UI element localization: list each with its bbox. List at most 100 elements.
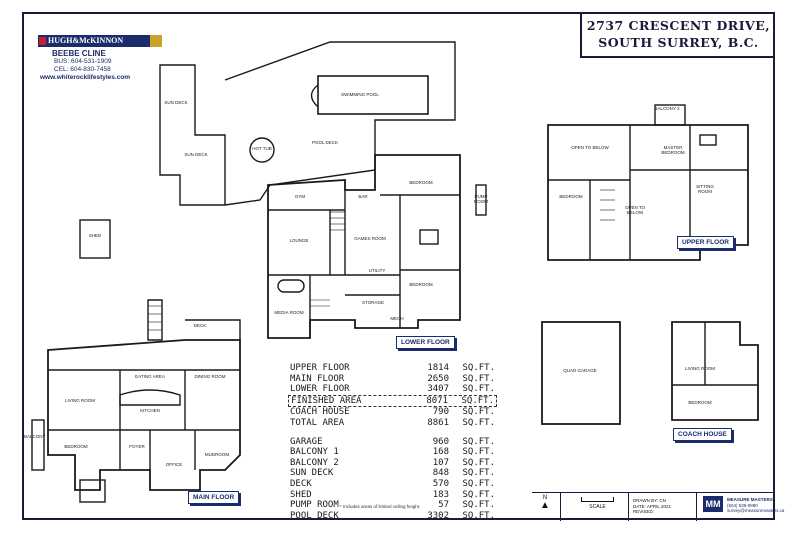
media-sofa: [277, 279, 305, 293]
room-living-room-coach: LIVING ROOM: [684, 366, 715, 371]
area-value: 1814: [427, 363, 449, 373]
room-lounge: LOUNGE: [289, 238, 309, 243]
crest-icon: [150, 35, 162, 47]
title-block: [532, 492, 775, 521]
extra-value: 570: [432, 478, 449, 489]
extra-label: SHED: [290, 489, 312, 500]
room-hot-tub: HOT TUB: [252, 146, 272, 151]
room-pool-deck: POOL DECK: [311, 140, 339, 145]
area-unit: SQ.FT.: [462, 384, 495, 395]
room-media-room: MEDIA ROOM: [274, 310, 304, 315]
extra-value: 183: [432, 489, 449, 500]
extra-label: PUMP ROOM: [290, 500, 339, 511]
extra-unit: SQ.FT.: [462, 468, 495, 479]
brokerage-logo: HUGH&McKINNON: [38, 35, 162, 47]
measure-masters-logo: MM: [703, 496, 723, 512]
main-stair: [147, 299, 163, 341]
room-balcony-2: BALCONY 2: [654, 106, 680, 111]
scale-bar-graphic: [581, 497, 614, 502]
lower-bath-fixture: [419, 229, 439, 245]
extra-unit: SQ.FT.: [462, 510, 495, 521]
room-kitchen: KITCHEN: [140, 408, 160, 413]
room-office: OFFICE: [165, 462, 183, 467]
master-tub: [699, 134, 717, 146]
upper-deck-outline: [185, 319, 241, 340]
area-unit: SQ.FT.: [461, 395, 494, 406]
pool-deck-outline: [224, 41, 456, 206]
main-bath-outline: [79, 479, 106, 503]
room-sun-deck-1: SUN DECK: [164, 100, 188, 105]
company-phone: (604) 536-0880: [727, 502, 758, 508]
area-label: MAIN FLOOR: [290, 373, 345, 384]
area-row: LOWER FLOOR 3407 SQ.FT.: [290, 384, 495, 395]
arrow-up-icon: ▲: [540, 500, 550, 511]
extra-value: 3302: [427, 510, 449, 521]
scale-label: SCALE: [589, 504, 606, 510]
room-bedroom-upper: BEDROOM: [559, 194, 583, 199]
room-pump-room: PUMP ROOM: [474, 194, 488, 204]
swimming-pool-outline: [317, 75, 429, 115]
extra-unit: SQ.FT.: [462, 447, 495, 458]
area-label: TOTAL AREA: [290, 417, 345, 428]
room-foyer: FOYER: [129, 444, 145, 449]
label-coach-house: COACH HOUSE: [673, 428, 732, 441]
scale-bar: SCALE: [575, 497, 620, 510]
label-lower-floor: LOWER FLOOR: [396, 336, 455, 349]
north-arrow-icon: N ▲: [537, 495, 553, 515]
room-storage: STORAGE: [362, 300, 384, 305]
room-bedroom-main: BEDROOM: [64, 444, 88, 449]
extra-unit: SQ.FT.: [462, 500, 495, 511]
area-unit: SQ.FT.: [462, 407, 495, 418]
room-deck: DECK: [193, 323, 207, 328]
agent-website: www.whiterocklifestyles.com: [40, 74, 131, 81]
area-label: LOWER FLOOR: [290, 384, 350, 395]
area-value: 8861: [427, 417, 449, 428]
drawn-by: DRAWN BY: CN: [633, 498, 666, 503]
extra-value: 848: [432, 468, 449, 479]
extra-label: DECK: [290, 478, 312, 489]
extra-row: PUMP ROOM 57 SQ.FT.: [290, 500, 495, 511]
room-living-room: LIVING ROOM: [64, 398, 95, 403]
quad-garage-outline: [541, 321, 621, 425]
company-name: MEASURE MASTERS: [727, 497, 773, 502]
area-footnote: * Includes areas of limited ceiling heig…: [340, 504, 421, 509]
balcony-1-outline: [31, 419, 45, 471]
shed-outline: [79, 219, 111, 259]
extra-value: 57: [438, 500, 449, 511]
main-floor-outline: [47, 339, 241, 491]
coach-house-outline: [671, 321, 759, 421]
area-value: 3407: [427, 384, 449, 395]
extra-unit: SQ.FT.: [462, 478, 495, 489]
measure-masters-info: MEASURE MASTERS (604) 536-0880 survey@me…: [727, 497, 784, 514]
room-master-bedroom: MASTER BEDROOM: [661, 145, 685, 155]
address-line-2: SOUTH SURREY, B.C.: [598, 35, 759, 50]
drawing-info: DRAWN BY: CN DATE: APRIL 2021 REVISED:: [633, 498, 671, 515]
drawing-date: DATE: APRIL 2021: [633, 503, 672, 509]
room-balcony-1: BALCONY 1: [24, 434, 46, 444]
extra-unit: SQ.FT.: [462, 436, 495, 447]
brokerage-name: HUGH&McKINNON: [48, 36, 124, 45]
north-label: N: [542, 495, 548, 501]
room-dining-room: DINING ROOM: [194, 374, 226, 379]
agent-name: BEEBE CLINE: [52, 49, 106, 58]
room-quad-garage: QUAD GARAGE: [563, 368, 597, 373]
area-label: COACH HOUSE: [290, 407, 350, 418]
title-block-divider: [560, 493, 561, 521]
address-box: 2737 CRESCENT DRIVE, SOUTH SURREY, B.C.: [580, 12, 775, 58]
area-value: 2650: [427, 373, 449, 384]
agent-info: BEEBE CLINE BUS: 604-531-1909 CEL: 604-8…: [40, 50, 130, 82]
room-sitting-room: SITTING ROOM: [696, 184, 714, 194]
room-utility: UTILITY: [368, 268, 386, 273]
extra-label: BALCONY 2: [290, 457, 339, 468]
extra-value: 107: [432, 457, 449, 468]
extra-value: 168: [432, 447, 449, 458]
